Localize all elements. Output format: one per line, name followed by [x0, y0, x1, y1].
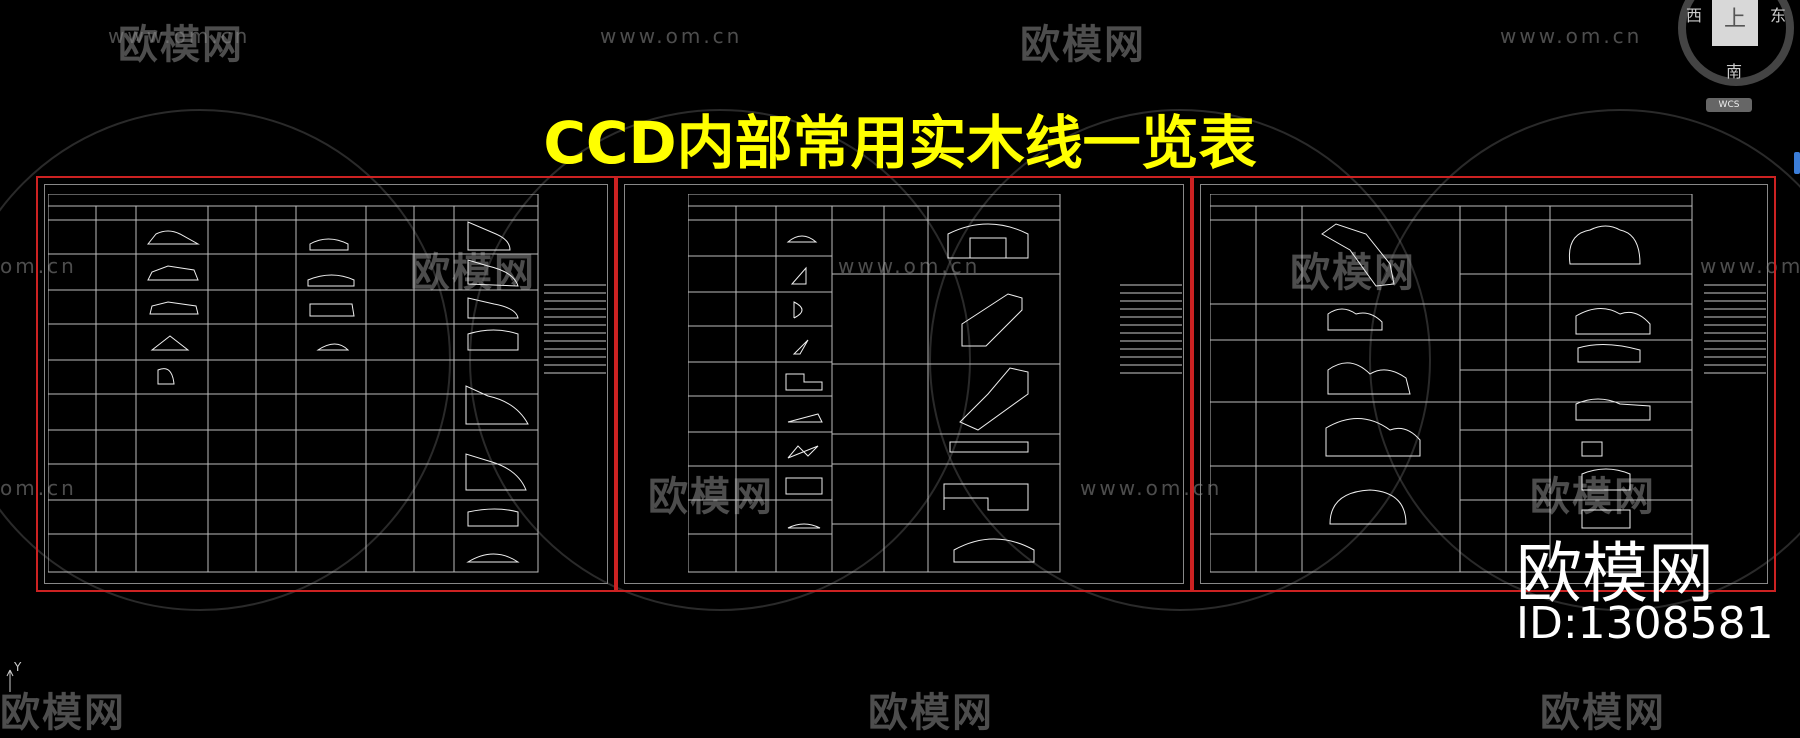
watermark-logo: 欧模网 — [410, 250, 536, 296]
watermark-logo: 欧模网 — [1290, 250, 1416, 296]
watermark-logo: 欧模网 — [1530, 474, 1656, 520]
watermark-url: www.om.cn — [1080, 476, 1223, 500]
watermark-logo: 欧模网 — [118, 22, 244, 68]
watermark-logo: 欧模网 — [1020, 22, 1146, 68]
compass-south[interactable]: 南 — [1726, 62, 1743, 81]
drawing-title: CCD内部常用实木线一览表 — [543, 109, 1257, 177]
sheet-inner-frame — [624, 184, 1184, 584]
title-block — [1120, 278, 1182, 570]
watermark-url: www.om.cn — [600, 24, 743, 48]
brand-logo: 欧模网 — [1516, 535, 1714, 612]
sheet-inner-frame — [44, 184, 608, 584]
compass-west[interactable]: 西 — [1686, 6, 1703, 25]
ucs-axis-label: Y — [14, 660, 22, 674]
drawing-sheet-3[interactable] — [1192, 176, 1776, 592]
compass-ring[interactable] — [1678, 0, 1794, 86]
view-cube-top-face[interactable]: 上 — [1712, 0, 1758, 46]
title-block — [544, 278, 606, 570]
sheet-inner-frame — [1200, 184, 1768, 584]
watermark-url: www.om.cn — [1500, 24, 1643, 48]
drawing-sheet-1[interactable] — [36, 176, 616, 592]
moulding-table-1 — [48, 194, 539, 573]
moulding-table-2 — [688, 194, 1061, 573]
moulding-table-3 — [1210, 194, 1693, 573]
view-cube[interactable]: 西 上 东 南 WCS — [1678, 0, 1794, 112]
model-id: ID:1308581 — [1516, 598, 1774, 649]
wcs-dropdown[interactable]: WCS — [1706, 98, 1752, 112]
watermark-url: www.om.cn — [1700, 254, 1800, 278]
watermark-logo: 欧模网 — [648, 474, 774, 520]
ucs-icon: Y — [6, 660, 26, 695]
drawing-sheet-2[interactable] — [616, 176, 1192, 592]
title-block — [1704, 278, 1766, 570]
side-panel-toggle[interactable] — [1794, 152, 1800, 174]
watermark-url: www.om.cn — [108, 24, 251, 48]
compass-east[interactable]: 东 — [1770, 6, 1787, 25]
